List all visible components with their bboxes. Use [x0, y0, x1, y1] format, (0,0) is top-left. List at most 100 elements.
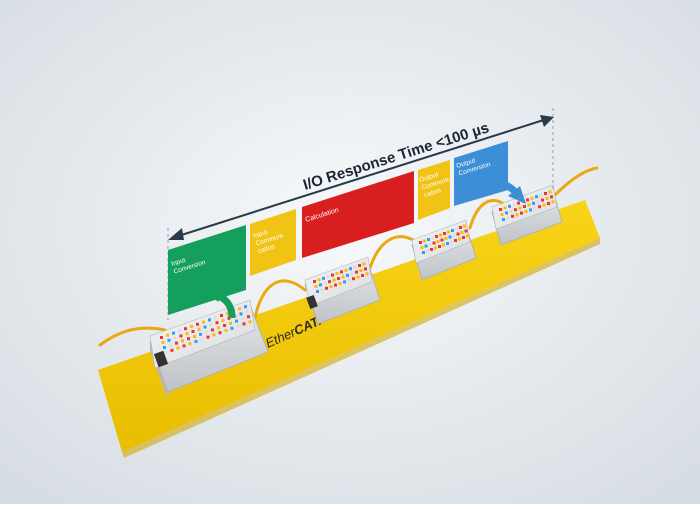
m2slots-slot [335, 272, 339, 275]
m3slots-slot [456, 232, 460, 236]
m1slots-slot [229, 321, 232, 325]
m1slots-slot [220, 314, 223, 317]
m3slots-slot [424, 244, 428, 248]
m2slots-slot [332, 278, 336, 282]
arrow-head-right-icon [540, 115, 554, 127]
m2slots-slot [314, 285, 318, 288]
m3slots-slot [439, 233, 442, 237]
m4slots-slot [524, 210, 528, 213]
m1slots-slot [191, 330, 195, 333]
m1slots-slot [169, 343, 172, 347]
m4slots-slot [515, 213, 519, 217]
m3slots-slot [450, 240, 453, 244]
m1slots-slot [160, 336, 163, 339]
phase-1-block [168, 225, 246, 315]
m1slots-slot [199, 332, 202, 336]
m4slots-slot [530, 196, 534, 200]
phase-5: OutputConversion [454, 141, 508, 206]
m3slots-slot [420, 246, 424, 249]
m1slots-slot [161, 341, 165, 344]
m4slots-slot [551, 200, 555, 204]
m3slots-slot [447, 230, 450, 234]
m2slots-slot [325, 286, 328, 290]
m1slots-slot [188, 342, 192, 346]
m2slots-slot [337, 277, 340, 280]
m3slots-slot [451, 229, 454, 232]
m1slots-slot [203, 325, 207, 329]
m2slots-slot [316, 290, 319, 293]
m4slots-slot [542, 203, 546, 207]
m1slots-slot [178, 329, 181, 333]
m1slots-slot [187, 337, 190, 341]
m2slots-slot [344, 268, 348, 272]
m1slots-slot [215, 321, 219, 325]
m2slots-slot [329, 285, 333, 289]
m4slots-slot [529, 208, 532, 212]
phase-blocks: InputConversionInputCommuni-cationCalcul… [168, 141, 508, 315]
m1slots-slot [217, 326, 220, 330]
ethercat-bus [98, 200, 600, 452]
module-3-terminals [419, 224, 469, 254]
m1slots-slot [221, 319, 225, 322]
phase-2-block [250, 209, 296, 276]
m4slots-slot [547, 202, 550, 205]
m1slots-slot [239, 312, 243, 316]
m4slots-slot [536, 200, 540, 204]
m4slots-slot [511, 214, 514, 218]
m2slots-slot [358, 264, 361, 267]
m1slots-slot [175, 341, 178, 345]
m1slots-slot [163, 346, 166, 349]
m4slots-slot [499, 208, 502, 211]
phase-3: Calculation [302, 171, 414, 258]
io-module-3 [411, 219, 477, 281]
m1slots-slot [206, 335, 210, 339]
m3slots-slot [426, 249, 429, 253]
m1slots-slot [218, 331, 222, 335]
m1slots-slot [212, 333, 216, 337]
m4slots-slot [539, 193, 543, 197]
phase-4-block [418, 160, 450, 220]
m1slots-slot [238, 307, 241, 311]
m4slots-slot [506, 216, 510, 220]
cable-in [98, 326, 167, 347]
m1slots-slot [209, 323, 213, 327]
m4slots-slot [548, 190, 552, 194]
m4slots-slot [523, 205, 526, 208]
m3slots-slot [419, 241, 422, 244]
m2slots-slot [362, 262, 366, 266]
io-module-4 [491, 184, 563, 246]
m2slots-slot [334, 283, 337, 287]
m1slots-slot [182, 344, 186, 348]
m1slots-slot [184, 327, 187, 331]
m2slots-slot [350, 272, 354, 276]
m3slots-slot [455, 227, 458, 231]
m2slots-slot [319, 283, 322, 287]
m4slots-slot [541, 198, 544, 202]
m2slots-slot [340, 270, 343, 274]
module-1-port [153, 350, 169, 368]
m1slots-slot [227, 316, 231, 320]
m4slots-slot [526, 198, 529, 202]
m2slots-slot [338, 282, 342, 285]
m3slots-slot [443, 232, 446, 235]
m3slots-slot [436, 240, 440, 243]
m1slots-slot [176, 346, 180, 350]
cable-1-2 [253, 279, 307, 320]
m1slots-slot [211, 328, 214, 332]
m2slots-slot [331, 273, 334, 277]
m1slots-slot [170, 348, 174, 352]
m3slots-slot [422, 251, 425, 254]
m4slots-slot [508, 204, 511, 208]
m1slots-slot [202, 320, 205, 324]
m3slots-slot [466, 234, 469, 238]
m1slots-slot [224, 329, 228, 332]
m1slots-slot [166, 333, 169, 337]
m2slots-slot [356, 275, 360, 279]
m1slots-slot [193, 335, 196, 338]
m3slots-slot [464, 229, 468, 233]
m1slots-slot [196, 322, 199, 326]
m1slots-slot [181, 339, 184, 343]
io-module-2 [304, 256, 381, 325]
